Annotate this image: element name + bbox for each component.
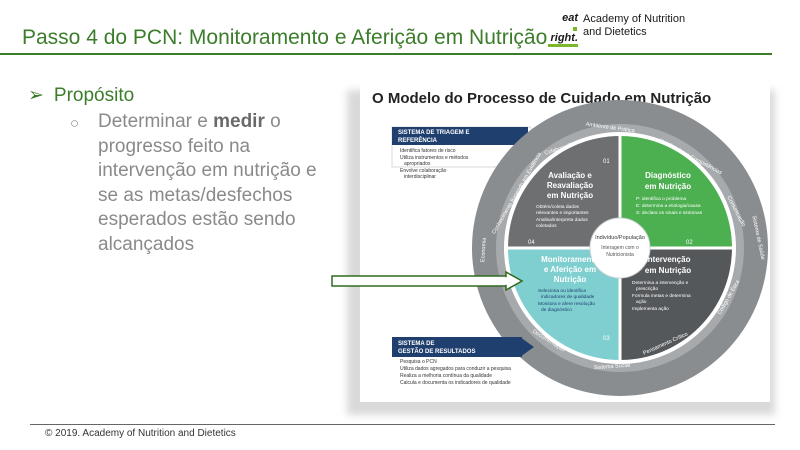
triage-header-1: SISTEMA DE TRIAGEM E <box>398 130 469 136</box>
step-title: Avaliação e <box>548 171 592 180</box>
step-title: Monitoramento <box>541 255 599 264</box>
pointer-arrow <box>331 270 524 292</box>
footer-divider <box>30 424 775 425</box>
triage-items: Identifica fatores de risco Utiliza inst… <box>400 148 469 180</box>
quadrant-intervention <box>620 248 732 360</box>
sub-bullet: ○ Determinar e medir o progresso feito n… <box>70 110 330 257</box>
step-num: 02 <box>686 240 693 246</box>
step-item: P: identifica o problema <box>636 196 686 202</box>
circle-bullet-icon: ○ <box>70 115 80 132</box>
title-divider <box>0 53 772 55</box>
step-item: de diagnóstico <box>541 307 572 313</box>
logo-name-line2: and Dietetics <box>583 26 647 38</box>
step-item: Determina a intervenção e <box>632 280 689 286</box>
quadrant-monitoring <box>508 248 620 360</box>
step-title: em Nutrição <box>547 191 593 200</box>
step-title: Nutrição <box>554 275 587 284</box>
results-header-1: SISTEMA DE <box>398 341 434 347</box>
step-title: Diagnóstico <box>645 171 691 180</box>
logo-green-bar <box>548 44 578 47</box>
results-item: Pesquisa o PCN <box>400 359 437 365</box>
step-item: Seleciona ou identifica <box>538 288 586 294</box>
logo-name-line1: Academy of Nutrition <box>583 13 686 25</box>
results-item: Calcula e documenta os indicadores de qu… <box>400 380 511 386</box>
step-title: Reavaliação <box>547 181 593 190</box>
step-item: Formula metas e determina <box>632 293 691 299</box>
triage-item: interdisciplinar <box>404 174 436 180</box>
bullet-proposito: ➢ Propósito <box>28 84 134 107</box>
results-header-2: GESTÃO DE RESULTADOS <box>398 348 475 355</box>
step-item: indicadores de qualidade <box>541 294 595 300</box>
center-line-2: Interagem com o <box>601 245 639 251</box>
center-line-1: Indivíduo/População <box>595 235 645 241</box>
quadrant-diagnosis <box>620 136 732 248</box>
step-item: S: declara os sinais e sintomas <box>636 210 703 216</box>
eatright-logo-mark: eat right. <box>548 13 578 47</box>
triage-item: apropriados <box>404 161 431 167</box>
sub-bullet-pre: Determinar e <box>98 111 214 132</box>
step-title: Intervenção <box>646 255 691 264</box>
triage-item: Utiliza instrumentos e métodos <box>400 155 469 161</box>
center-line-3: Nutricionista <box>606 252 634 258</box>
center-circle <box>589 217 651 279</box>
step-item: E: determina a etiologia/causa <box>636 203 701 209</box>
quadrant-assessment <box>508 136 620 248</box>
results-item: Utiliza dados agregados para conduzir a … <box>400 366 511 372</box>
step-title: em Nutrição <box>645 266 691 275</box>
step-num: 03 <box>603 336 610 342</box>
arrow-bullet-icon: ➢ <box>28 85 44 106</box>
step-num: 01 <box>603 159 610 165</box>
sub-bullet-bold: medir <box>213 111 265 132</box>
bullet-label: Propósito <box>53 85 135 106</box>
triage-item: Envolve colaboração <box>400 168 447 174</box>
step-title: e Aferição em <box>544 265 596 274</box>
slide-title: Passo 4 do PCN: Monitoramento e Aferição… <box>22 26 548 49</box>
footer-copyright: © 2019. Academy of Nutrition and Dieteti… <box>45 428 236 439</box>
logo-dot <box>573 27 577 31</box>
triage-header-2: REFERÊNCIA <box>398 136 438 144</box>
step-item: coletados <box>536 223 557 229</box>
logo-mark-line2: right. <box>550 32 579 44</box>
step-num: 04 <box>528 240 535 246</box>
step-title: em Nutrição <box>645 182 691 191</box>
results-item: Realiza a melhoria contínua da qualidade <box>400 373 492 379</box>
step-item: prescrição <box>636 286 658 292</box>
step-item: Analisa/interpreta dados <box>536 217 588 223</box>
ring-label-econ: Economia <box>480 237 488 263</box>
sub-bullet-text: Determinar e medir o progresso feito na … <box>98 110 330 257</box>
step-item: Monitora e afere resolução <box>538 301 595 307</box>
step-item: Implementa ação <box>632 306 669 312</box>
triage-item: Identifica fatores de risco <box>400 148 456 154</box>
step-item: Obtém/coleta dados <box>536 204 580 210</box>
academy-logo: eat right. Academy of Nutrition and Diet… <box>548 11 738 47</box>
ring-label-social: Sistema Social <box>594 363 631 372</box>
results-box <box>392 337 534 357</box>
logo-name: Academy of Nutrition and Dietetics <box>583 13 685 39</box>
sub-bullet-post: o progresso feito na intervenção em nutr… <box>98 111 317 255</box>
step-item: relevantes e importantes <box>536 210 589 216</box>
step-item: ação <box>636 299 647 305</box>
logo-mark-line1: eat <box>562 12 578 24</box>
results-items: Pesquisa o PCN Utiliza dados agregados p… <box>400 359 511 386</box>
